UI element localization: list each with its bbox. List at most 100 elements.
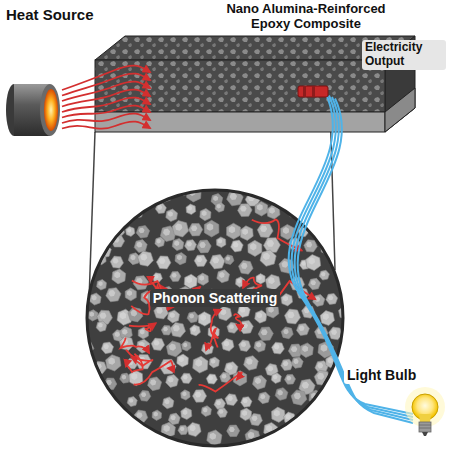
alumina-particle: [217, 270, 230, 283]
particle-facet: [311, 280, 317, 285]
particle-facet: [261, 188, 268, 194]
particle-facet: [216, 400, 221, 405]
particle-facet: [293, 359, 298, 364]
heat-arrow: [62, 106, 150, 118]
light-bulb-icon: [405, 387, 445, 436]
particle-facet: [105, 203, 113, 210]
alumina-particle: [88, 310, 98, 321]
particle-facet: [127, 290, 132, 296]
particle-facet: [342, 280, 348, 286]
alumina-particle: [271, 407, 285, 422]
alumina-particle: [87, 428, 103, 442]
particle-facet: [242, 228, 248, 235]
particle-facet: [257, 313, 263, 319]
particle-facet: [267, 240, 275, 247]
alumina-particle: [326, 293, 338, 304]
particle-facet: [315, 297, 320, 302]
alumina-particle: [324, 426, 340, 441]
alumina-particle: [193, 390, 207, 402]
alumina-particle: [104, 408, 117, 423]
particle-facet: [191, 225, 197, 231]
particle-facet: [312, 433, 317, 438]
particle-facet: [109, 191, 114, 197]
particle-facet: [114, 272, 120, 279]
particle-facet: [229, 427, 235, 432]
particle-facet: [212, 257, 219, 264]
alumina-particle: [200, 208, 211, 220]
particle-facet: [81, 378, 88, 384]
particle-facet: [156, 308, 163, 314]
alumina-particle: [254, 340, 266, 352]
particle-facet: [93, 392, 98, 398]
alumina-particle: [285, 309, 301, 324]
alumina-particle: [172, 221, 188, 238]
alumina-particle: [225, 394, 238, 406]
alumina-particle: [181, 390, 190, 400]
particle-facet: [183, 343, 187, 348]
alumina-particle: [238, 204, 253, 217]
particle-facet: [118, 413, 124, 419]
phonon-arrow: [234, 314, 242, 327]
particle-facet: [154, 412, 158, 417]
heat-arrow: [62, 66, 150, 90]
alumina-particle: [340, 340, 356, 355]
phonon-arrow: [126, 354, 143, 373]
alumina-particle: [198, 312, 211, 326]
alumina-particle: [126, 226, 135, 236]
particle-facet: [157, 239, 161, 244]
particle-facet: [261, 329, 268, 335]
particle-facet: [250, 243, 256, 250]
particle-facet: [302, 382, 309, 389]
particle-facet: [88, 414, 94, 420]
alumina-particle: [125, 288, 136, 301]
particle-facet: [136, 412, 142, 418]
particle-facet: [163, 229, 170, 236]
alumina-particle: [215, 202, 225, 212]
alumina-particle: [91, 389, 102, 401]
alumina-particle: [341, 187, 355, 200]
particle-facet: [292, 428, 299, 435]
alumina-particle: [281, 359, 293, 370]
alumina-particle: [265, 274, 280, 290]
particle-facet: [122, 329, 128, 335]
alumina-particle: [343, 205, 353, 216]
alumina-particle: [182, 341, 192, 351]
alumina-particle: [222, 339, 234, 352]
particle-facet: [283, 329, 288, 334]
alumina-particle: [207, 430, 222, 446]
particle-facet: [268, 307, 274, 313]
particle-facet: [287, 312, 294, 319]
alumina-particle: [338, 240, 353, 254]
particle-facet: [273, 375, 278, 380]
particle-facet: [90, 312, 95, 317]
particle-facet: [186, 277, 192, 284]
particle-facet: [227, 396, 233, 401]
particle-facet: [287, 376, 292, 380]
alumina-particle: [231, 240, 244, 252]
particle-facet: [170, 312, 175, 318]
particle-facet: [183, 410, 188, 415]
particle-facet: [139, 228, 145, 234]
alumina-particle: [193, 356, 208, 373]
alumina-particle: [227, 322, 238, 333]
alumina-particle: [271, 373, 281, 384]
zoom-circle: [78, 185, 363, 446]
particle-facet: [233, 242, 239, 247]
particle-facet: [312, 223, 318, 229]
alumina-particle: [218, 306, 232, 321]
particle-facet: [82, 344, 89, 350]
phonon-arrow: [121, 338, 150, 353]
alumina-particle: [138, 251, 154, 266]
alumina-particle: [227, 223, 241, 239]
particle-facet: [321, 272, 326, 277]
alumina-particle: [102, 201, 119, 216]
particle-facet: [202, 211, 207, 217]
phonon-arrow: [134, 361, 173, 385]
particle-facet: [242, 410, 247, 416]
phonon-arrow: [211, 310, 221, 338]
particle-facet: [353, 298, 357, 302]
alumina-particle: [248, 240, 262, 256]
particle-facet: [136, 242, 142, 248]
alumina-particle: [112, 269, 126, 284]
